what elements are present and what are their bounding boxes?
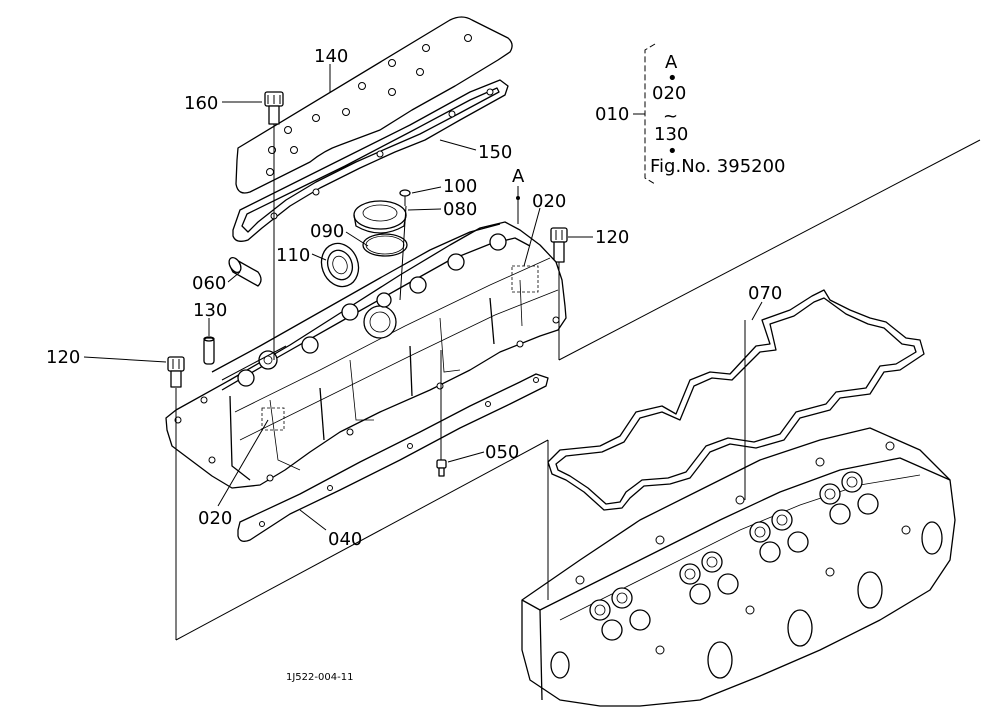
cap-080 (353, 200, 407, 234)
label-110: 110 (276, 245, 310, 266)
pin-130 (203, 336, 215, 365)
label-150: 150 (478, 142, 512, 163)
oring-090 (362, 233, 408, 257)
bolt-120-right (550, 227, 568, 263)
label-140: 140 (314, 46, 348, 67)
gasket-070 (547, 289, 925, 511)
leader-lines (83, 64, 981, 641)
label-160: 160 (184, 93, 218, 114)
bolt-050 (436, 459, 447, 477)
head-cover-020 (165, 221, 567, 489)
bolt-160 (264, 91, 284, 125)
plate-140 (235, 16, 513, 194)
reference-bracket (633, 43, 656, 185)
reference-line-7: Fig.No. 395200 (650, 156, 786, 177)
seal-110 (320, 242, 360, 288)
label-070: 070 (748, 283, 782, 304)
label-040: 040 (328, 529, 362, 550)
reference-line-1: A (665, 52, 678, 73)
pipe-060 (228, 256, 262, 287)
reference-line-5: 130 (654, 124, 688, 145)
screw-100 (399, 189, 411, 206)
drawing-number: 1J522-004-11 (286, 672, 353, 683)
reference-line-6: • (667, 141, 678, 162)
cylinder-head (521, 427, 956, 707)
label-020-right: 020 (532, 191, 566, 212)
reference-line-2: • (667, 68, 678, 89)
label-120-left: 120 (46, 347, 80, 368)
label-080: 080 (443, 199, 477, 220)
label-060: 060 (192, 273, 226, 294)
reference-line-3: 020 (652, 83, 686, 104)
label-090: 090 (310, 221, 344, 242)
label-020-bottom: 020 (198, 508, 232, 529)
label-130: 130 (193, 300, 227, 321)
bolt-120-left (167, 356, 185, 388)
label-A: A (512, 166, 525, 187)
label-100: 100 (443, 176, 477, 197)
label-120-right: 120 (595, 227, 629, 248)
label-050: 050 (485, 442, 519, 463)
reference-line-4: ~ (663, 106, 678, 127)
reference-code: 010 (595, 104, 629, 125)
gasket-040 (237, 373, 549, 542)
